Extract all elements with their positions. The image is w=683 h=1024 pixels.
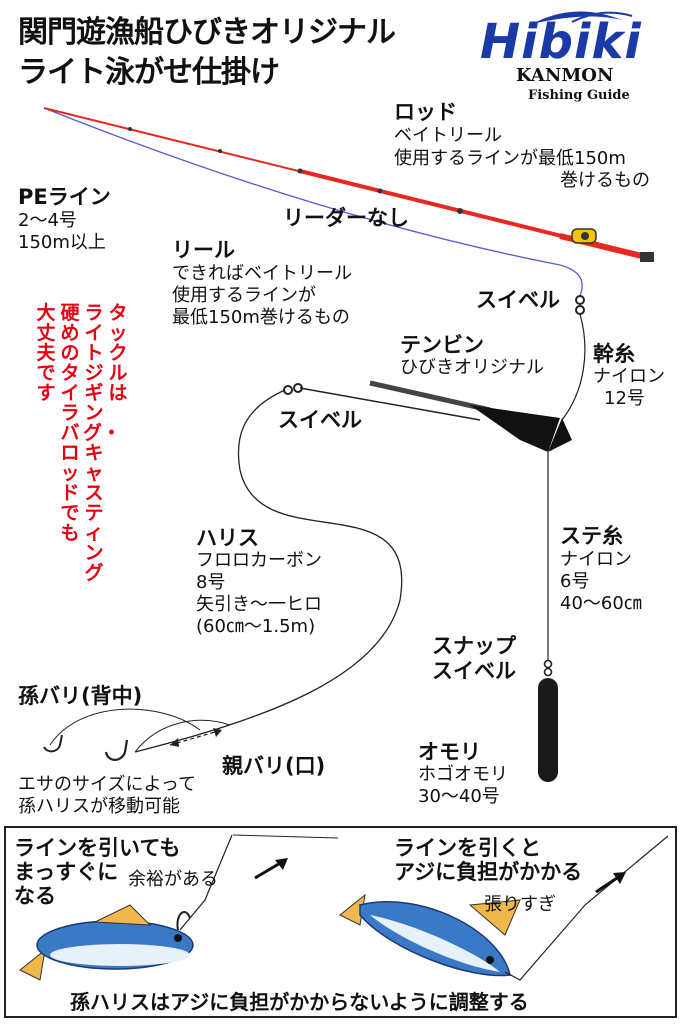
snap-swivel-text-2: スイベル	[432, 659, 516, 683]
bottom-footer: 孫ハリスはアジに負担がかからないように調整する	[70, 990, 529, 1014]
oya-hook-icon	[104, 739, 129, 761]
omori-heading: オモリ	[418, 740, 481, 764]
rod-heading: ロッド	[394, 100, 457, 124]
harisu-text-2: 8号	[196, 572, 226, 593]
mago-harisu-line	[134, 719, 231, 753]
suteito-text-1: ナイロン	[560, 549, 632, 570]
mago-note-text-1: エサのサイズによって	[18, 774, 197, 795]
rod-text-2: 使用するラインが最低150m	[394, 148, 626, 169]
page-subtitle: ライト泳がせ仕掛け	[18, 55, 280, 90]
bottom-panel	[4, 826, 677, 1018]
mago-note-text-2: 孫ハリスが移動可能	[18, 796, 180, 817]
reel-text-1: できればベイトリール	[172, 263, 352, 284]
page-title: 関門遊漁船ひびきオリジナル	[18, 15, 396, 50]
mikiito-text-1: ナイロン	[593, 366, 665, 387]
tackle-note-col-4: 大丈夫です	[36, 302, 56, 404]
pe-line	[43, 107, 583, 297]
bottom-left-heading-3: なる	[14, 884, 56, 908]
sinker-icon	[538, 678, 558, 782]
tenbin-text-1: ひびきオリジナル	[400, 357, 544, 378]
rod-text-3: 巻けるもの	[560, 170, 650, 191]
harisu-text-4: (60㎝〜1.5m)	[196, 616, 316, 637]
right-fish-illustration	[339, 835, 669, 981]
pe-line-heading: PEライン	[18, 185, 111, 209]
swivel-top-icon	[575, 295, 585, 315]
tackle-note-col-1: タックルは	[108, 302, 128, 404]
tenbin-illustration	[299, 380, 572, 452]
logo-wordmark: Hibiki	[480, 14, 642, 70]
oya-bari-label: 親バリ(口)	[222, 754, 326, 778]
main-line	[561, 313, 586, 421]
reel-heading: リール	[172, 238, 235, 262]
omori-text-1: ホゴオモリ	[418, 764, 508, 785]
pe-line-text-1: 2〜4号	[18, 210, 77, 231]
rod-illustration	[43, 107, 654, 262]
tackle-note-col-2: ライトジギング・キャスティング	[83, 302, 122, 584]
bottom-right-heading-1: ラインを引くと	[394, 836, 541, 860]
snap-swivel-text-1: スナップ	[432, 634, 516, 658]
harisu-heading: ハリス	[196, 526, 259, 550]
reel-text-2: 使用するラインが	[172, 285, 316, 306]
pe-line-text-2: 150m以上	[18, 232, 106, 253]
mago-bari-label: 孫バリ(背中)	[18, 684, 143, 708]
omori-text-2: 30〜40号	[418, 786, 500, 807]
suteito-heading: ステ糸	[560, 524, 623, 548]
bottom-left-note: 余裕がある	[128, 869, 218, 890]
bottom-left-heading-2: まっすぐに	[14, 860, 119, 884]
rod-text-1: ベイトリール	[394, 125, 502, 146]
swivel-top-label: スイベル	[476, 288, 560, 312]
logo-fishing-guide: Fishing Guide	[528, 88, 630, 103]
bottom-right-heading-2: アジに負担がかかる	[394, 860, 583, 884]
harisu-text-3: 矢引き〜一ヒロ	[196, 594, 322, 615]
swivel-mid-icon	[283, 383, 303, 395]
tackle-note-col-3: 硬めのタイラバロッドでも	[60, 302, 80, 544]
wave-icon	[532, 11, 633, 24]
suteito-text-2: 6号	[560, 571, 590, 592]
reel-text-3: 最低150m巻けるもの	[172, 307, 350, 328]
harisu-text-1: フロロカーボン	[196, 550, 322, 571]
tenbin-heading: テンビン	[400, 333, 484, 357]
harisu-line	[134, 389, 403, 753]
mago-hook-icon	[43, 734, 63, 753]
hibiki-logo: Hibiki KANMON Fishing Guide	[472, 6, 672, 106]
leader-label: リーダーなし	[283, 206, 409, 230]
snap-swivel-icon	[543, 659, 553, 677]
logo-kanmon: KANMON	[516, 65, 614, 86]
left-fish-illustration	[19, 834, 233, 981]
bottom-left-heading-1: ラインを引いても	[14, 836, 181, 860]
swivel-mid-label: スイベル	[278, 408, 362, 432]
mikiito-heading: 幹糸	[593, 342, 635, 366]
suteito-text-3: 40〜60㎝	[560, 593, 642, 614]
bottom-right-note: 張りすぎ	[484, 894, 556, 915]
mikiito-text-2: 12号	[604, 388, 645, 409]
